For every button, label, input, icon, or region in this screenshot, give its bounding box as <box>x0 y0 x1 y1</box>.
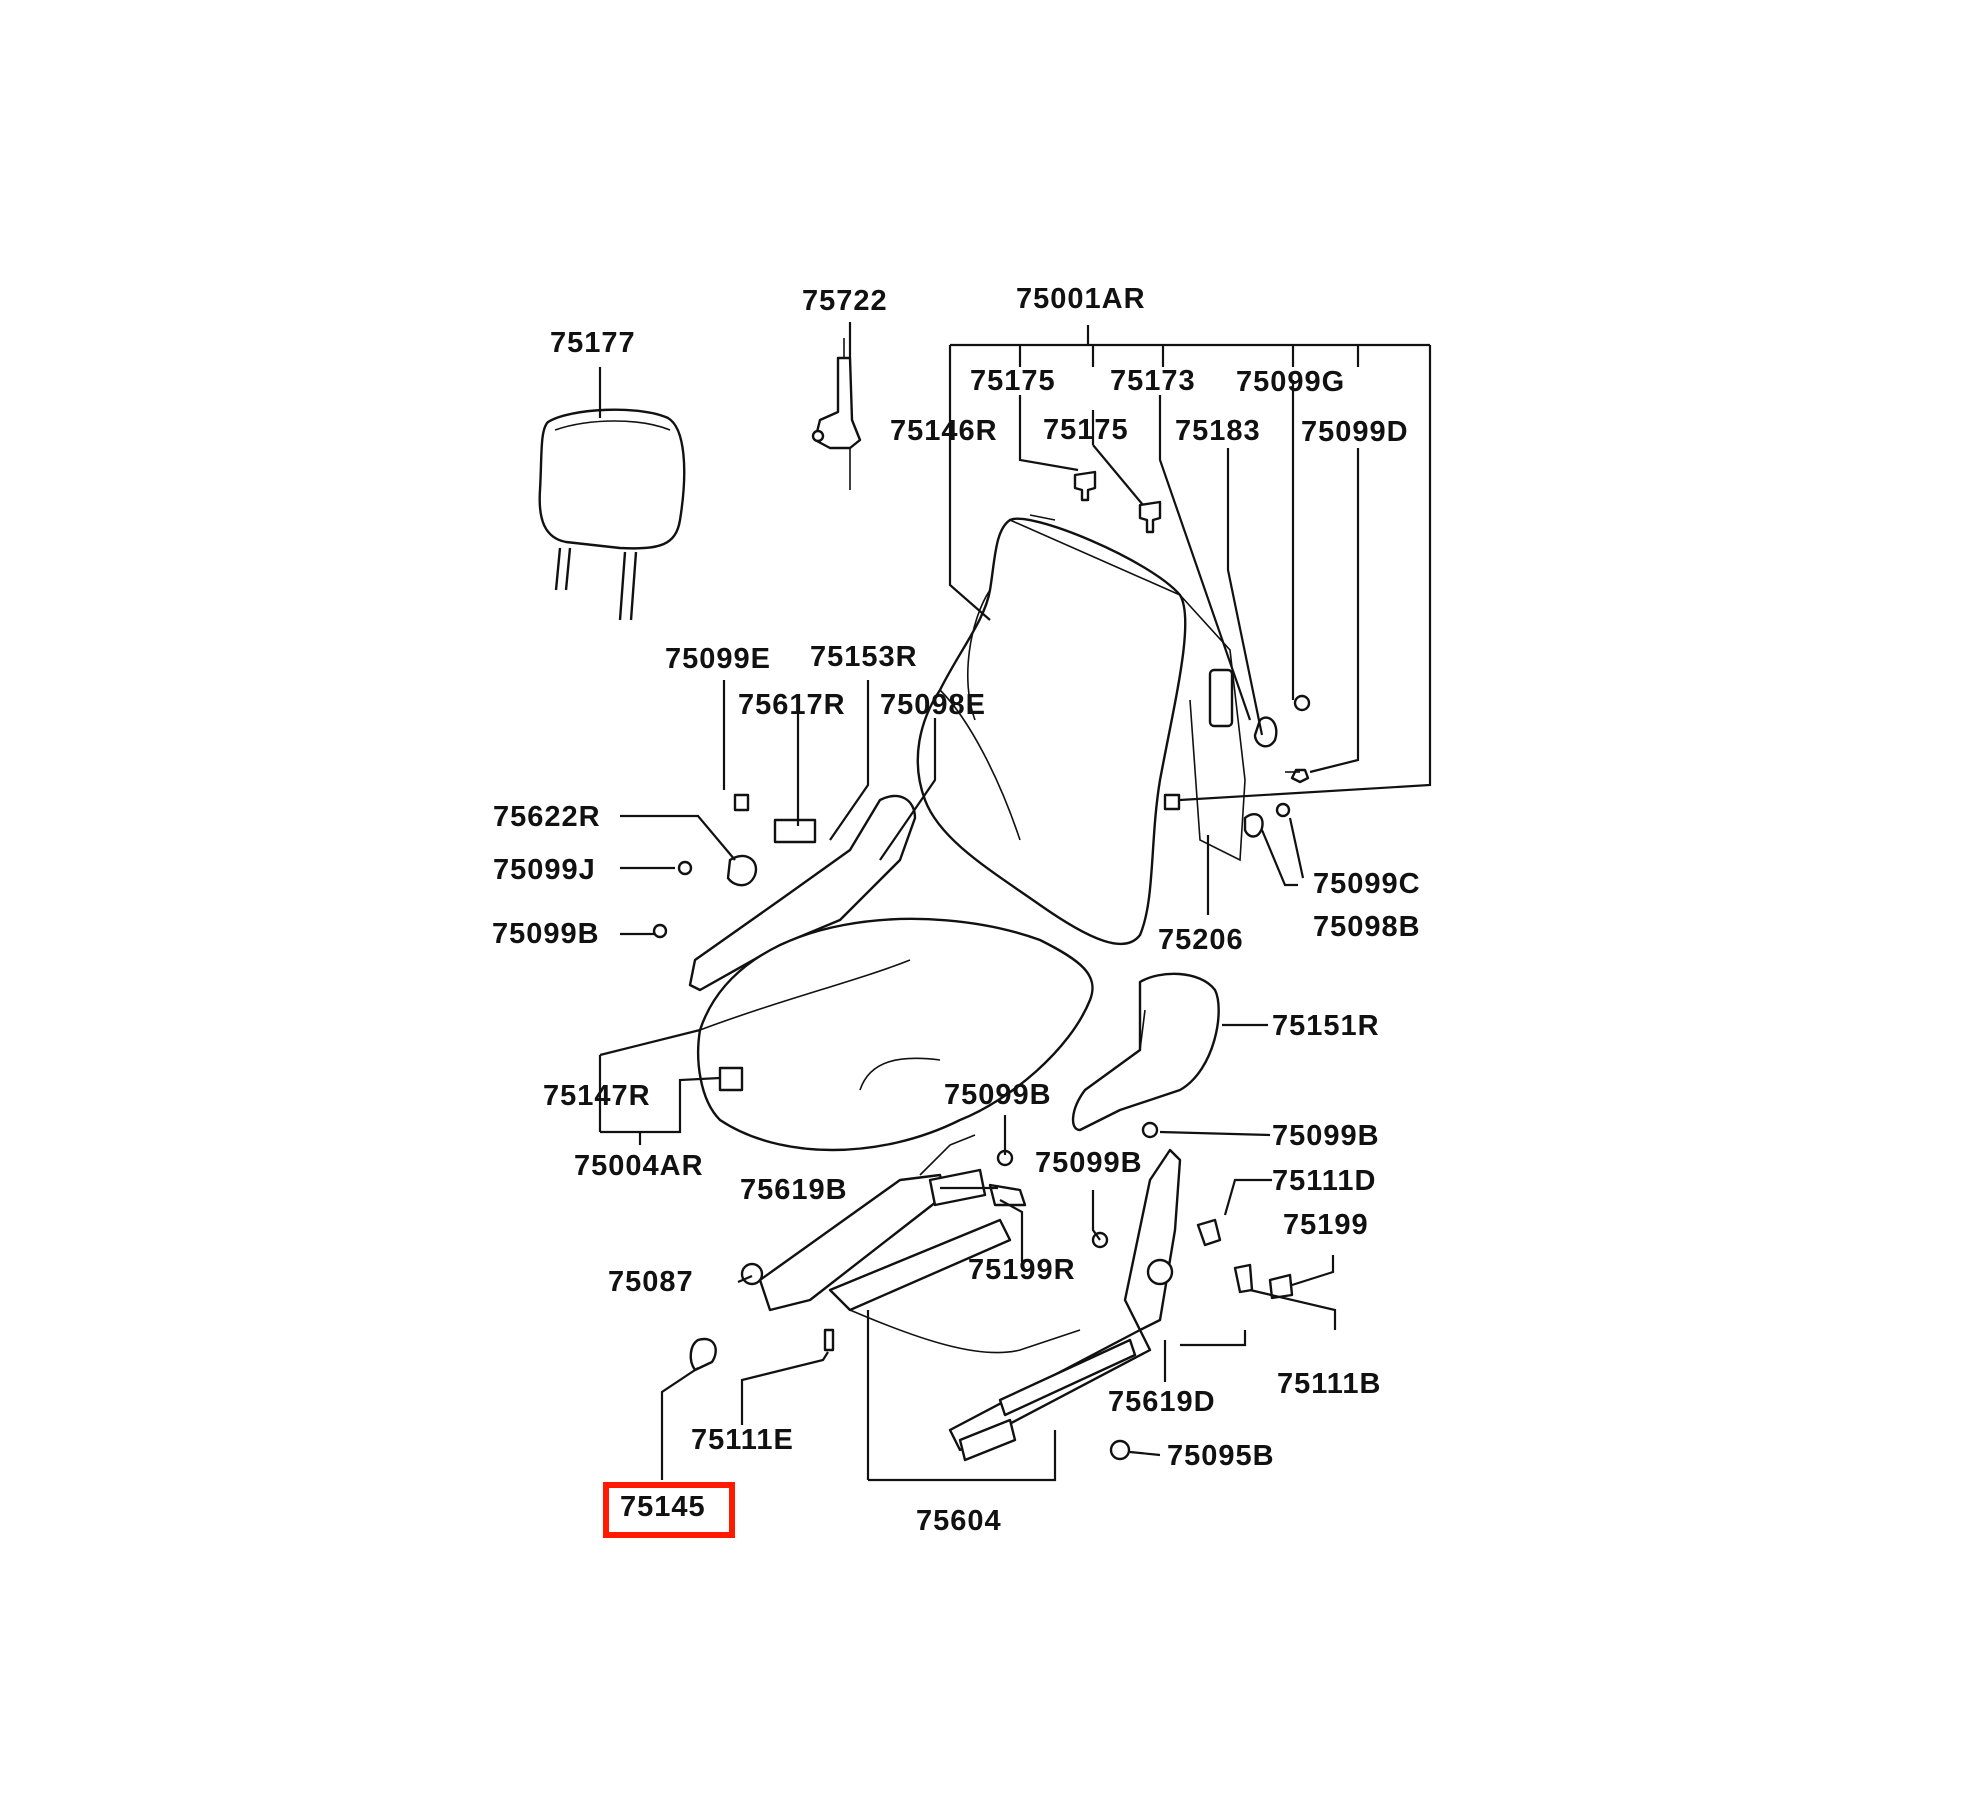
label-75622R[interactable]: 75622R <box>493 801 601 833</box>
seatbelt-guide <box>811 338 862 490</box>
label-75199R[interactable]: 75199R <box>968 1254 1076 1286</box>
label-75619D[interactable]: 75619D <box>1108 1386 1216 1418</box>
label-75175-a[interactable]: 75175 <box>970 365 1056 397</box>
recliner-cover-outer <box>1071 972 1220 1132</box>
label-75206[interactable]: 75206 <box>1158 924 1244 956</box>
label-75098B[interactable]: 75098B <box>1313 911 1421 943</box>
label-75151R[interactable]: 75151R <box>1272 1010 1380 1042</box>
label-75111D[interactable]: 75111D <box>1272 1165 1376 1197</box>
label-75147R[interactable]: 75147R <box>543 1080 651 1112</box>
label-75087[interactable]: 75087 <box>608 1266 694 1298</box>
label-75004AR[interactable]: 75004AR <box>574 1150 704 1182</box>
label-75099B-c[interactable]: 75099B <box>1272 1120 1380 1152</box>
recliner-cover-inner <box>652 793 917 992</box>
label-75095B[interactable]: 75095B <box>1167 1440 1275 1472</box>
label-75153R[interactable]: 75153R <box>810 641 918 673</box>
label-75099G[interactable]: 75099G <box>1236 366 1345 398</box>
label-75177[interactable]: 75177 <box>550 327 636 359</box>
label-75617R[interactable]: 75617R <box>738 689 846 721</box>
label-75619B[interactable]: 75619B <box>740 1174 848 1206</box>
label-75099B-a[interactable]: 75099B <box>492 918 600 950</box>
seat-back <box>916 514 1246 946</box>
part-labels: 75177 75722 75001AR 75175 75173 75099G 7… <box>492 283 1421 1537</box>
seat-frame-and-rails <box>758 1134 1182 1462</box>
label-75722[interactable]: 75722 <box>802 285 888 317</box>
label-75146R[interactable]: 75146R <box>890 415 998 447</box>
label-75199[interactable]: 75199 <box>1283 1209 1369 1241</box>
label-75173[interactable]: 75173 <box>1110 365 1196 397</box>
label-75099C[interactable]: 75099C <box>1313 868 1421 900</box>
label-75098E[interactable]: 75098E <box>880 689 986 721</box>
label-75001AR[interactable]: 75001AR <box>1016 283 1146 315</box>
label-75145[interactable]: 75145 <box>620 1491 706 1523</box>
seat-cushion <box>697 917 1094 1152</box>
label-75099J[interactable]: 75099J <box>493 854 596 886</box>
label-75604[interactable]: 75604 <box>916 1505 1002 1537</box>
label-75099B-b[interactable]: 75099B <box>944 1079 1052 1111</box>
label-75099D[interactable]: 75099D <box>1301 416 1409 448</box>
headrest <box>538 408 686 621</box>
leader-lines <box>598 322 1432 1482</box>
label-75099E[interactable]: 75099E <box>665 643 771 675</box>
back-small-parts <box>1073 470 1311 838</box>
label-75183[interactable]: 75183 <box>1175 415 1261 447</box>
label-75175-b[interactable]: 75175 <box>1043 414 1129 446</box>
label-75111B[interactable]: 75111B <box>1277 1368 1381 1400</box>
highlight-box-75145 <box>603 1482 735 1538</box>
label-75111E[interactable]: 75111E <box>691 1424 794 1456</box>
label-75099B-d[interactable]: 75099B <box>1035 1147 1143 1179</box>
